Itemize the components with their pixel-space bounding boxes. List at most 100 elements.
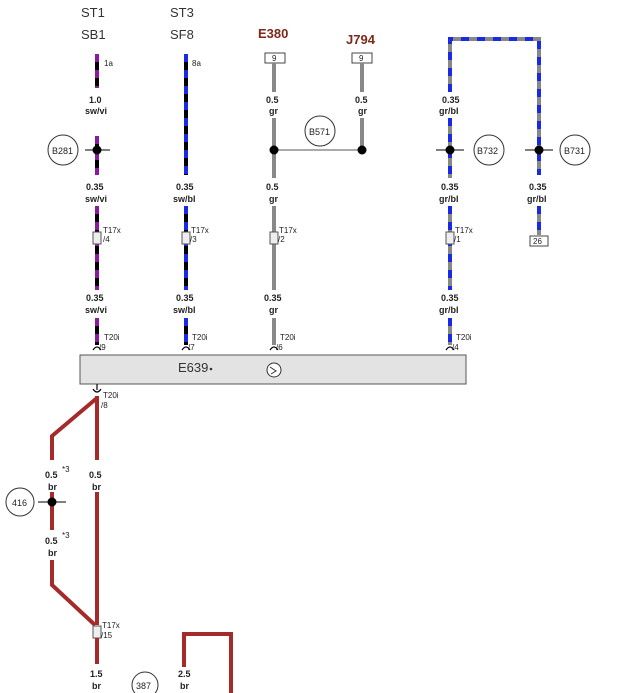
wire-size: 0.35 bbox=[176, 293, 194, 303]
wire-size: 0.35 bbox=[442, 95, 460, 105]
wire-color: sw/bl bbox=[173, 305, 196, 315]
wire-color: gr/bl bbox=[439, 194, 459, 204]
wire-column-5 bbox=[448, 37, 541, 345]
wire-color: br bbox=[48, 482, 57, 492]
wire-color: sw/vi bbox=[85, 305, 107, 315]
connector-t17x-1 bbox=[445, 231, 455, 245]
wire-column-3 bbox=[272, 63, 362, 345]
connector-arrow bbox=[92, 388, 102, 393]
wire-size: 0.35 bbox=[529, 182, 547, 192]
splice-node bbox=[269, 145, 279, 155]
wire-color: sw/bl bbox=[173, 194, 196, 204]
header-st1: ST1 bbox=[81, 5, 105, 20]
splice-b281 bbox=[47, 134, 79, 166]
splice-b732-label: B732 bbox=[477, 146, 498, 156]
connector-name: T20i bbox=[192, 333, 208, 342]
wire-size: 0.5 bbox=[89, 470, 102, 480]
component-e380-label: E380 bbox=[258, 26, 288, 41]
wire-brown bbox=[50, 396, 233, 693]
connector-name: T20i bbox=[104, 333, 120, 342]
wire-size: 0.5 bbox=[45, 536, 58, 546]
connector-name: T20i bbox=[456, 333, 472, 342]
pin-label-j794: 9 bbox=[359, 54, 364, 63]
wire-size: 1.0 bbox=[89, 95, 102, 105]
connector-arrow bbox=[269, 346, 279, 351]
header-st3: ST3 bbox=[170, 5, 194, 20]
splice-387-label: 387 bbox=[136, 681, 151, 691]
connector-arrow bbox=[92, 346, 102, 351]
wire-color: br bbox=[180, 681, 189, 691]
splice-b731-label: B731 bbox=[564, 146, 585, 156]
connector-name: T17x bbox=[103, 226, 121, 235]
connector-name: T17x bbox=[455, 226, 473, 235]
connector-name: T17x bbox=[191, 226, 209, 235]
splice-387 bbox=[131, 671, 159, 693]
wire-color: gr bbox=[269, 194, 278, 204]
splice-node bbox=[357, 145, 367, 155]
wire-size: 0.35 bbox=[441, 182, 459, 192]
splice-b571 bbox=[304, 115, 336, 147]
pin-label-1a: 1a bbox=[104, 59, 113, 68]
pin-label-26: 26 bbox=[533, 237, 542, 246]
connector-pin: /4 bbox=[452, 343, 459, 352]
wire-color: br bbox=[48, 548, 57, 558]
wire-size: 0.35 bbox=[86, 182, 104, 192]
connector-arrow bbox=[181, 346, 191, 351]
pin-box-26 bbox=[529, 235, 549, 247]
splice-node bbox=[445, 145, 455, 155]
connector-name: T17x bbox=[279, 226, 297, 235]
wire-size: 1.5 bbox=[90, 669, 103, 679]
splice-b732 bbox=[473, 134, 505, 166]
wire-color: gr bbox=[358, 106, 367, 116]
component-j794-label: J794 bbox=[346, 32, 376, 47]
splice-node bbox=[92, 145, 102, 155]
connector-pin: /2 bbox=[278, 235, 285, 244]
wire-size: 0.5 bbox=[266, 95, 279, 105]
wire-note: *3 bbox=[62, 465, 70, 474]
connector-pin: /7 bbox=[188, 343, 195, 352]
wire-size: 0.5 bbox=[355, 95, 368, 105]
connector-name: T20i bbox=[103, 391, 119, 400]
connector-pin: /8 bbox=[101, 401, 108, 410]
connector-t17x-2 bbox=[269, 231, 279, 245]
connector-t17x-4 bbox=[92, 231, 102, 245]
splice-416 bbox=[5, 487, 35, 517]
wire-size: 0.5 bbox=[45, 470, 58, 480]
connector-pin: /1 bbox=[454, 235, 461, 244]
connector-t17x-3 bbox=[181, 231, 191, 245]
wire-note: *3 bbox=[62, 531, 70, 540]
wire-size: 2.5 bbox=[178, 669, 191, 679]
wire-color: gr/bl bbox=[439, 305, 459, 315]
wire-color: sw/vi bbox=[85, 106, 107, 116]
pin-label-e380: 9 bbox=[272, 54, 277, 63]
splice-node bbox=[534, 145, 544, 155]
connector-arrow bbox=[445, 346, 455, 351]
header-sb1: SB1 bbox=[81, 27, 106, 42]
wire-color: sw/vi bbox=[85, 194, 107, 204]
wire-color: gr bbox=[269, 305, 278, 315]
wire-color: br bbox=[92, 681, 101, 691]
component-e639-label: E639 bbox=[178, 360, 208, 375]
connector-pin: /9 bbox=[99, 343, 106, 352]
connector-name: T17x bbox=[102, 621, 120, 630]
wire-size: 0.35 bbox=[86, 293, 104, 303]
splice-b281-label: B281 bbox=[52, 146, 73, 156]
wire-color: gr bbox=[269, 106, 278, 116]
label-bg bbox=[176, 667, 194, 693]
splice-b731 bbox=[559, 134, 591, 166]
wire-size: 0.35 bbox=[441, 293, 459, 303]
connector-pin: /6 bbox=[276, 343, 283, 352]
header-sf8: SF8 bbox=[170, 27, 194, 42]
connector-t17x-15 bbox=[92, 625, 102, 639]
pin-label-8a: 8a bbox=[192, 59, 201, 68]
connector-pin: /3 bbox=[190, 235, 197, 244]
component-dot bbox=[209, 367, 213, 371]
wire-size: 0.35 bbox=[264, 293, 282, 303]
connector-pin: /4 bbox=[103, 235, 110, 244]
connector-pin: /15 bbox=[101, 631, 113, 640]
splice-416-label: 416 bbox=[12, 498, 27, 508]
wire-color: gr/bl bbox=[527, 194, 547, 204]
wire-color: br bbox=[92, 482, 101, 492]
connector-name: T20i bbox=[280, 333, 296, 342]
